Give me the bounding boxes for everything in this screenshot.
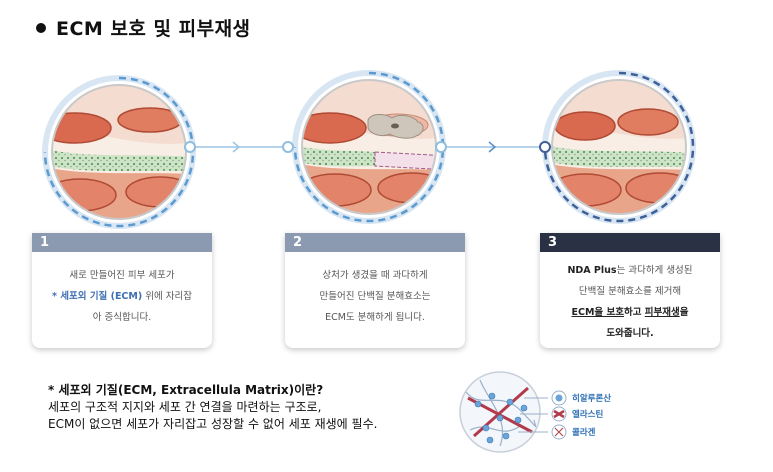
step-text-line: ECM을 보호하고 피부재생을 [540,302,720,323]
step-text-segment: 새로 만들어진 피부 세포가 [69,270,175,281]
step-text-segment: 만들어진 단백질 분해효소는 [319,291,431,302]
step-number-bar: 2 [285,233,465,252]
page-title: ECM 보호 및 피부재생 [36,14,251,41]
skin-cell-illustration-1 [42,75,196,229]
step-text-line: * 세포외 기질 (ECM) 위에 자리잡 [32,286,212,307]
step-number-bar: 1 [32,233,212,252]
step-text-line: 상처가 생겼을 때 과다하게 [285,265,465,286]
step-number: 3 [548,235,558,250]
legend-hyaluronic-acid: 히알루론산 [572,394,612,404]
step-text-line: 도와줍니다. [540,323,720,344]
step-text-segment: 도와줍니다. [606,328,654,339]
skin-cell-illustration-3 [539,70,696,224]
elastin-icon [551,406,567,422]
step-text-segment: 상처가 생겼을 때 과다하게 [322,270,428,281]
step-number: 2 [293,235,303,250]
step-text-line: 만들어진 단백질 분해효소는 [285,286,465,307]
step-number: 1 [40,235,50,250]
step-text-line: 단백질 분해효소를 제거해 [540,281,720,302]
step-text-line: 새로 만들어진 피부 세포가 [32,265,212,286]
step-text-segment: ECM을 보호 [571,307,624,318]
step-number-bar: 3 [540,233,720,252]
hyaluronic-acid-icon [551,390,567,406]
ecm-network-illustration [459,371,548,453]
step-text-segment: 단백질 분해효소를 제거해 [578,286,682,297]
step-text-segment: 는 과다하게 생성된 [616,265,693,276]
ecm-definition-line-2: ECM이 없으면 세포가 자리잡고 성장할 수 없어 세포 재생에 필수. [48,417,378,431]
step-text-segment: ECM도 분해하게 됩니다. [325,312,425,323]
page-title-text: ECM 보호 및 피부재생 [56,18,251,40]
step-text-segment: NDA Plus [567,265,617,276]
ecm-definition-line-1: 세포의 구조적 지지와 세포 간 연결을 마련하는 구조로, [48,400,322,414]
step-text-segment: 하고 [623,307,645,318]
skin-cell-illustration-2 [282,70,447,224]
step-text-segment: 피부재생 [644,307,680,318]
legend-collagen: 콜라겐 [572,428,596,438]
collagen-icon [551,424,567,440]
step-text-segment: 위에 자리잡 [142,291,192,302]
step-text-line: 아 증식합니다. [32,307,212,328]
step-text-line: ECM도 분해하게 됩니다. [285,307,465,328]
ecm-definition-heading: * 세포외 기질(ECM, Extracellula Matrix)이란? [48,383,324,397]
protease-enzyme-icon [367,114,424,139]
step-text-segment: * 세포외 기질 (ECM) [52,291,143,302]
ecm-definition-note: * 세포외 기질(ECM, Extracellula Matrix)이란? 세포… [48,382,377,433]
step-text-segment: 을 [679,307,689,318]
step-text-line: NDA Plus는 과다하게 생성된 [540,260,720,281]
legend-elastin: 엘라스틴 [572,410,604,420]
bullet-icon [36,22,46,33]
connector-lines [190,141,543,153]
step-text-segment: 아 증식합니다. [92,312,152,323]
